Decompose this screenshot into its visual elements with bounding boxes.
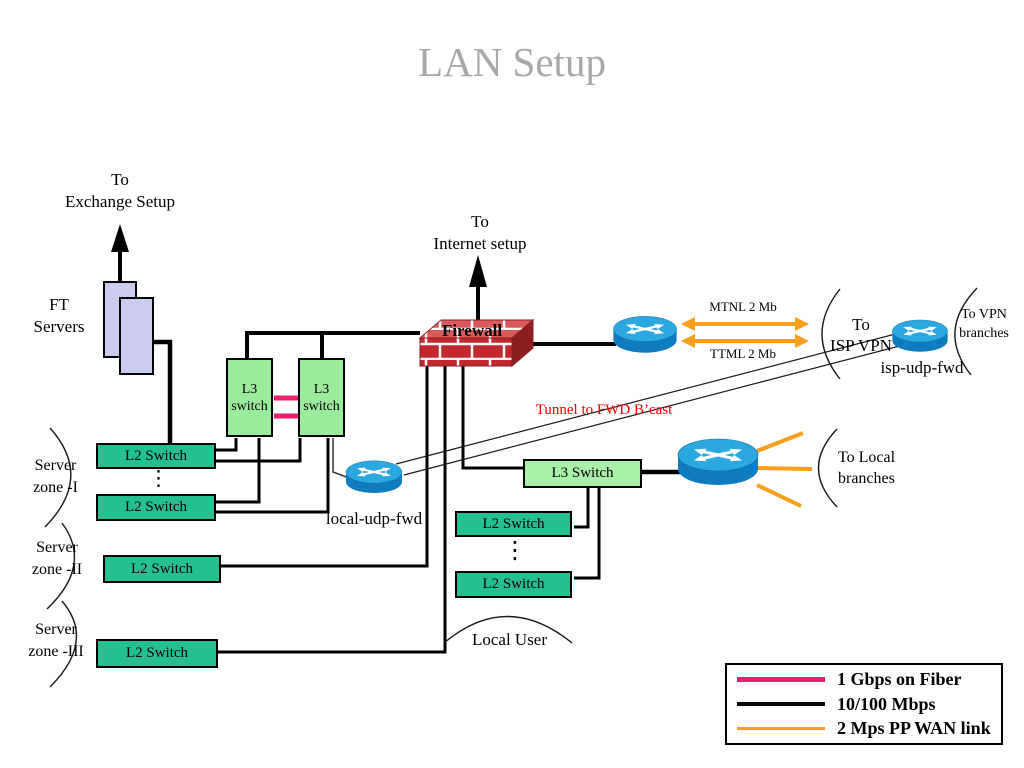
local-branch-router-icon xyxy=(678,439,758,485)
up-arrows xyxy=(111,224,487,323)
l3-switch-left: L3 switch xyxy=(226,358,273,437)
legend-item-wan: 2 Mps PP WAN link xyxy=(737,718,1001,739)
l3-switch-left-label: L3 xyxy=(241,381,258,397)
l2-switch-center-a: L2 Switch xyxy=(455,511,572,537)
zone1-ellipsis: ⋮ xyxy=(148,466,169,490)
ft-servers-label: FT Servers xyxy=(33,295,85,336)
ttml-link-label: TTML 2 Mb xyxy=(710,346,776,361)
wan-line-swatch xyxy=(737,727,825,731)
l3-switch-right-label: L3 xyxy=(313,381,330,397)
fiber-links xyxy=(274,395,299,419)
firewall-icon xyxy=(418,318,535,368)
to-exchange-label: To Exchange Setup xyxy=(65,170,175,211)
legend: 1 Gbps on Fiber 10/100 Mbps 2 Mps PP WAN… xyxy=(725,663,1003,745)
server-zone1-label: Server zone -I xyxy=(33,457,78,496)
server-zone3-label: Server zone -III xyxy=(28,621,84,660)
l2-switch-center-b: L2 Switch xyxy=(455,571,572,598)
l2-switch-zone1-a: L2 Switch xyxy=(96,443,216,469)
tunnel-lines xyxy=(395,331,912,476)
to-isp-vpn-label: To ISP VPN xyxy=(830,315,892,355)
l3-switch-right: L3 switch xyxy=(298,358,345,437)
wan-links xyxy=(681,317,813,508)
ft-server-front xyxy=(119,297,154,375)
l2-switch-zone1-b: L2 Switch xyxy=(96,494,216,521)
to-internet-label: To Internet setup xyxy=(433,212,527,253)
to-vpn-branches-label: To VPN branches xyxy=(959,307,1009,341)
local-user-label: Local User xyxy=(471,630,548,649)
center-ellipsis: ⋮ xyxy=(503,536,527,564)
l2-switch-zone2: L2 Switch xyxy=(103,555,221,583)
local-udp-fwd-router-icon xyxy=(346,461,402,493)
lan-line-swatch xyxy=(737,702,825,706)
brace-arcs xyxy=(44,287,978,688)
isp-edge-router-icon xyxy=(613,316,676,352)
l2-switch-zone3: L2 Switch xyxy=(96,639,218,668)
isp-udp-fwd-label: isp-udp-fwd xyxy=(880,358,964,377)
slide-title: LAN Setup xyxy=(418,39,606,85)
legend-wan-label: 2 Mps PP WAN link xyxy=(837,718,991,739)
legend-item-fiber: 1 Gbps on Fiber xyxy=(737,669,1001,690)
mtnl-link-label: MTNL 2 Mb xyxy=(709,299,777,314)
lan-links xyxy=(151,331,682,654)
fiber-line-swatch xyxy=(737,676,825,682)
legend-lan-label: 10/100 Mbps xyxy=(837,693,936,714)
server-zone2-label: Server zone -II xyxy=(31,539,83,578)
local-udp-fwd-label: local-udp-fwd xyxy=(325,509,423,528)
to-local-branches-label: To Local branches xyxy=(838,449,896,487)
l3-switch-center: L3 Switch xyxy=(523,459,642,488)
legend-fiber-label: 1 Gbps on Fiber xyxy=(837,668,962,689)
tunnel-label: Tunnel to FWD B’cast xyxy=(535,402,673,418)
firewall-label: Firewall xyxy=(441,321,503,340)
legend-item-lan: 10/100 Mbps xyxy=(737,694,1001,715)
